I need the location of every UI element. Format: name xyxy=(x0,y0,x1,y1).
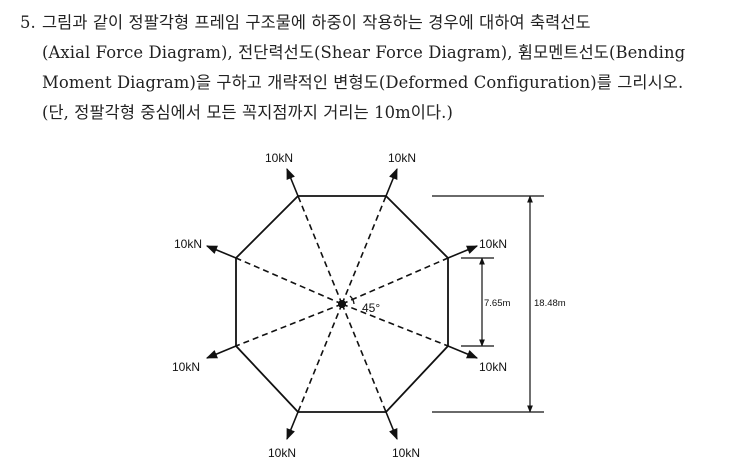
radial-member xyxy=(341,303,449,347)
angle-arc xyxy=(349,295,355,305)
dimension-outer xyxy=(432,195,544,413)
load-arrow xyxy=(385,411,398,441)
load-arrow xyxy=(286,411,299,441)
problem-line-4: (단, 정팔각형 중심에서 모든 꼭지점까지 거리는 10m이다.) xyxy=(42,103,453,122)
load-arrows xyxy=(205,167,479,441)
load-label: 10kN xyxy=(479,360,507,374)
angle-label: 45° xyxy=(362,301,380,315)
load-label: 10kN xyxy=(392,446,420,460)
load-arrow xyxy=(205,345,237,359)
problem-line-2: (Axial Force Diagram), 전단력선도(Shear Force… xyxy=(42,43,686,62)
dimension-inner-label: 7.65m xyxy=(484,298,510,309)
radial-member xyxy=(341,303,387,413)
radial-members xyxy=(235,195,449,413)
problem-line-1: 그림과 같이 정팔각형 프레임 구조물에 하중이 작용하는 경우에 대하여 축력… xyxy=(42,13,591,32)
load-arrow xyxy=(447,345,479,359)
dimension-outer-label: 18.48m xyxy=(534,298,566,309)
problem-line-3: Moment Diagram)을 구하고 개략적인 변형도(Deformed C… xyxy=(42,73,684,92)
load-arrow xyxy=(385,167,398,197)
center-node xyxy=(338,300,346,308)
load-label: 10kN xyxy=(174,237,202,251)
load-arrow xyxy=(286,167,299,197)
load-label: 10kN xyxy=(479,237,507,251)
load-label: 10kN xyxy=(268,446,296,460)
radial-member xyxy=(235,303,343,347)
radial-member xyxy=(297,303,343,413)
load-arrow xyxy=(205,245,237,259)
problem-statement: 5. 그림과 같이 정팔각형 프레임 구조물에 하중이 작용하는 경우에 대하여… xyxy=(20,8,735,128)
load-label: 10kN xyxy=(172,360,200,374)
load-label: 10kN xyxy=(265,151,293,165)
dimension-inner xyxy=(461,257,494,347)
problem-number: 5. xyxy=(20,13,36,32)
load-arrow xyxy=(447,245,479,259)
load-label: 10kN xyxy=(388,151,416,165)
